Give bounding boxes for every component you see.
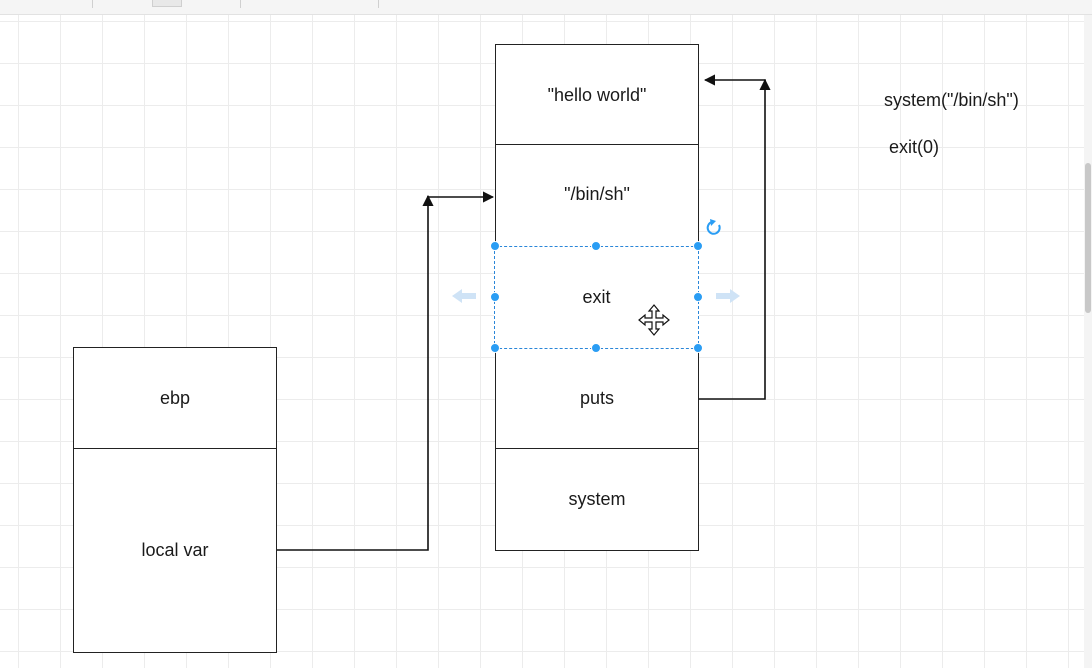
ghost-arrow-right-icon[interactable] [716, 289, 740, 303]
left-stack-cell-ebp[interactable]: ebp [73, 347, 277, 450]
toolbar-tab[interactable] [152, 0, 182, 7]
cell-label: ebp [159, 388, 191, 408]
note-system-call[interactable]: system("/bin/sh") [884, 90, 1019, 110]
cell-label: local var [141, 540, 209, 560]
ghost-arrow-left-icon[interactable] [452, 289, 476, 303]
move-cursor-icon [638, 304, 670, 336]
toolbar-divider [378, 0, 379, 8]
cell-label: "hello world" [547, 84, 647, 105]
resize-handle-top-right[interactable] [693, 241, 703, 251]
left-stack-cell-local-var[interactable]: local var [73, 448, 277, 653]
connector-puts-to-hello-world[interactable] [699, 74, 766, 400]
resize-handle-right[interactable] [693, 292, 703, 302]
resize-handle-left[interactable] [490, 292, 500, 302]
rotate-icon[interactable] [706, 219, 721, 235]
toolbar-strip [0, 0, 1092, 15]
right-stack-cell-hello-world[interactable]: "hello world" [495, 44, 699, 146]
resize-handle-bottom-left[interactable] [490, 343, 500, 353]
cell-label: puts [579, 387, 615, 408]
resize-handle-top[interactable] [591, 241, 601, 251]
note-exit-call[interactable]: exit(0) [889, 137, 940, 157]
scrollbar-thumb[interactable] [1085, 163, 1091, 313]
right-stack-cell-system[interactable]: system [495, 448, 699, 551]
right-stack-cell-puts[interactable]: puts [495, 347, 699, 450]
cell-label: exit [582, 287, 611, 307]
connector-local-var-to-bin-sh[interactable] [277, 191, 495, 551]
resize-handle-bottom-right[interactable] [693, 343, 703, 353]
toolbar-divider [92, 0, 93, 8]
vertical-scrollbar[interactable] [1084, 15, 1092, 668]
toolbar-divider [240, 0, 241, 8]
resize-handle-bottom[interactable] [591, 343, 601, 353]
right-stack-cell-bin-sh[interactable]: "/bin/sh" [495, 144, 699, 248]
cell-label: "/bin/sh" [564, 183, 630, 204]
cell-label: system [568, 489, 626, 509]
resize-handle-top-left[interactable] [490, 241, 500, 251]
